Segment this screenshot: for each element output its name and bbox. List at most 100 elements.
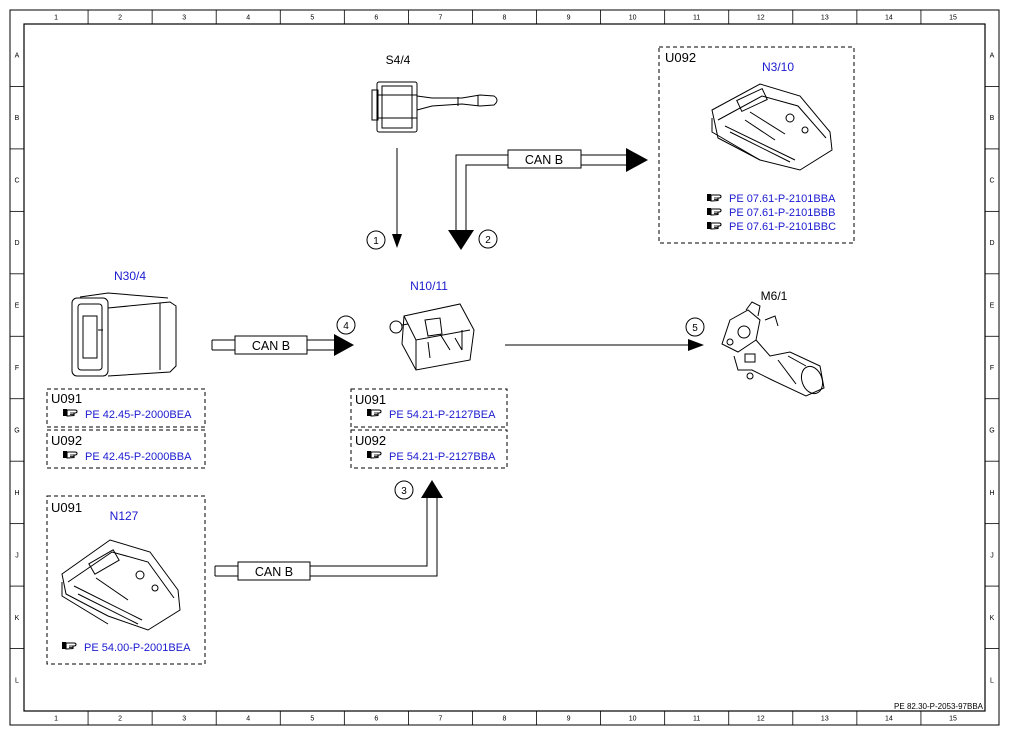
grid-column-label: 9: [567, 716, 571, 723]
n3-10-ref-1[interactable]: PE 07.61-P-2101BBA: [706, 193, 836, 205]
grid-row-label: C: [14, 178, 19, 185]
svg-text:3: 3: [401, 486, 407, 497]
grid-row-ticks: [10, 86, 999, 649]
grid-row-label: F: [15, 365, 19, 372]
grid-column-label: 4: [246, 716, 250, 723]
grid-column-label: 15: [949, 15, 957, 22]
grid-column-label: 12: [757, 15, 765, 22]
can-b-label-top: CAN B: [525, 153, 563, 167]
n3-10-variant: U092: [665, 50, 696, 65]
grid-column-label: 6: [374, 15, 378, 22]
n10-11-u091-ref[interactable]: PE 54.21-P-2127BEA: [366, 408, 496, 421]
abs-unit-icon: [71, 292, 177, 377]
grid-column-label: 10: [629, 15, 637, 22]
grid-column-label: 8: [503, 716, 507, 723]
grid-row-label: B: [990, 115, 995, 122]
marker-3: 3: [394, 480, 414, 500]
grid-column-label: 13: [821, 15, 829, 22]
grid-column-label: 2: [118, 15, 122, 22]
grid-column-ticks: [87, 10, 922, 725]
n10-11-u091-variant: U091: [355, 392, 386, 407]
grid-column-label: 14: [885, 15, 893, 22]
grid-column-label: 7: [438, 716, 442, 723]
grid-row-label: E: [990, 303, 995, 310]
can-b-label-bottom: CAN B: [255, 565, 293, 579]
grid-row-label: L: [15, 677, 19, 684]
n127-ref[interactable]: PE 54.00-P-2001BEA: [61, 641, 191, 654]
grid-column-label: 5: [310, 15, 314, 22]
grid-column-label: 3: [182, 716, 186, 723]
grid-column-labels: 1122334455667788991010111112121313141415…: [54, 15, 957, 723]
control-unit-icon: [711, 83, 833, 171]
grid-column-label: 9: [567, 15, 571, 22]
svg-text:PE 54.21-P-2127BBA: PE 54.21-P-2127BBA: [389, 451, 496, 463]
n30-4-label: N30/4: [114, 269, 146, 283]
grid-row-label: L: [990, 677, 994, 684]
svg-text:1: 1: [373, 236, 379, 247]
grid-column-label: 2: [118, 716, 122, 723]
svg-text:PE 54.00-P-2001BEA: PE 54.00-P-2001BEA: [84, 642, 191, 654]
grid-column-label: 11: [693, 15, 700, 22]
n10-11-label: N10/11: [410, 279, 448, 293]
marker-4: 4: [336, 315, 356, 335]
svg-text:2: 2: [485, 235, 491, 246]
grid-column-label: 7: [438, 15, 442, 22]
n3-10-ref-2[interactable]: PE 07.61-P-2101BBB: [706, 207, 835, 219]
grid-row-label: C: [989, 178, 994, 185]
svg-text:PE 42.45-P-2000BBA: PE 42.45-P-2000BBA: [85, 451, 192, 463]
grid-column-label: 3: [182, 15, 186, 22]
n10-11-u092-variant: U092: [355, 433, 386, 448]
svg-text:PE 54.21-P-2127BEA: PE 54.21-P-2127BEA: [389, 409, 496, 421]
grid-row-label: A: [990, 53, 995, 60]
svg-text:PE 42.45-P-2000BEA: PE 42.45-P-2000BEA: [85, 409, 192, 421]
grid-column-label: 8: [503, 15, 507, 22]
svg-text:4: 4: [343, 321, 349, 332]
grid-row-label: E: [15, 303, 20, 310]
grid-row-labels: A A B B C C D D E E F F G G H H J J K K L L: [14, 53, 994, 685]
grid-row-label: G: [14, 427, 19, 434]
grid-column-label: 10: [629, 716, 637, 723]
n127-label: N127: [110, 509, 139, 523]
grid-column-label: 1: [54, 716, 58, 723]
grid-row-label: K: [15, 615, 20, 622]
n30-4-u091-ref[interactable]: PE 42.45-P-2000BEA: [62, 408, 192, 421]
n30-4-u092-variant: U092: [51, 433, 82, 448]
can-b-label-left: CAN B: [252, 339, 290, 353]
grid-row-label: J: [15, 552, 19, 559]
marker-2: 2: [478, 229, 498, 249]
grid-column-label: 13: [821, 716, 829, 723]
grid-row-label: G: [989, 427, 994, 434]
grid-row-label: F: [990, 365, 994, 372]
grid-row-label: H: [14, 490, 19, 497]
svg-text:PE 07.61-P-2101BBA: PE 07.61-P-2101BBA: [729, 193, 836, 205]
grid-column-label: 1: [54, 15, 58, 22]
grid-column-label: 6: [374, 716, 378, 723]
n127-variant: U091: [51, 500, 82, 515]
n30-4-u091-variant: U091: [51, 391, 82, 406]
n3-10-ref-3[interactable]: PE 07.61-P-2101BBC: [706, 221, 836, 233]
grid-row-label: J: [990, 552, 994, 559]
grid-row-label: K: [990, 615, 995, 622]
m6-1-label: M6/1: [761, 289, 788, 303]
wiper-motor-icon: [721, 301, 825, 397]
grid-column-label: 5: [310, 716, 314, 723]
grid-column-label: 15: [949, 716, 957, 723]
grid-row-label: D: [989, 240, 994, 247]
document-id: PE 82.30-P-2053-97BBA: [894, 702, 984, 711]
svg-text:5: 5: [692, 323, 698, 334]
grid-row-label: B: [15, 115, 20, 122]
grid-column-label: 12: [757, 716, 765, 723]
n30-4-u092-ref[interactable]: PE 42.45-P-2000BBA: [62, 450, 192, 463]
grid-column-label: 11: [693, 716, 700, 723]
n10-11-u092-ref[interactable]: PE 54.21-P-2127BBA: [366, 450, 496, 463]
grid-row-label: H: [989, 490, 994, 497]
grid-row-label: D: [14, 240, 19, 247]
grid-column-label: 4: [246, 15, 250, 22]
combination-switch-icon: [371, 81, 498, 133]
grid-row-label: A: [15, 53, 20, 60]
marker-5: 5: [685, 317, 705, 337]
marker-1: 1: [366, 230, 386, 250]
n3-10-label: N3/10: [762, 60, 794, 74]
svg-text:PE 07.61-P-2101BBC: PE 07.61-P-2101BBC: [729, 221, 836, 233]
